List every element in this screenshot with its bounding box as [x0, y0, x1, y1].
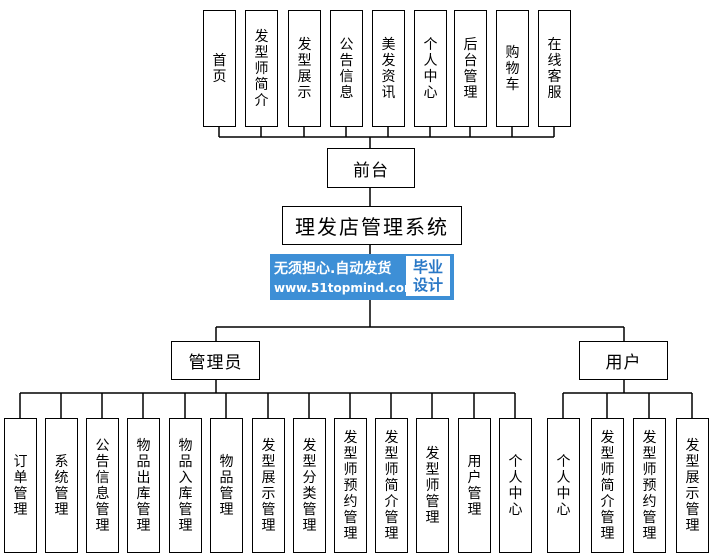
admin-item-order-management: 订单管理 [4, 418, 37, 553]
frontend-item-cart: 购物车 [496, 10, 529, 127]
user-node: 用户 [579, 341, 668, 380]
admin-item-label: 发型师简介管理 [384, 429, 399, 542]
admin-item-user-management: 用户管理 [458, 418, 491, 553]
admin-item-hairstyle-show: 发型展示管理 [252, 418, 285, 553]
admin-item-goods-outbound: 物品出库管理 [127, 418, 160, 553]
frontend-item-label: 后台管理 [463, 36, 478, 101]
user-item-personal-center: 个人中心 [547, 418, 580, 553]
user-item-label: 发型师预约管理 [642, 429, 657, 542]
user-item-stylist-intro: 发型师简介管理 [591, 418, 624, 553]
admin-item-stylist-management: 发型师管理 [416, 418, 449, 553]
frontend-item-personal-center: 个人中心 [414, 10, 447, 127]
admin-item-stylist-booking: 发型师预约管理 [334, 418, 367, 553]
admin-item-notice-management: 公告信息管理 [86, 418, 119, 553]
admin-item-system-management: 系统管理 [45, 418, 78, 553]
frontend-item-notices: 公告信息 [330, 10, 363, 127]
frontend-item-home: 首页 [203, 10, 236, 127]
user-item-stylist-booking: 发型师预约管理 [633, 418, 666, 553]
admin-item-label: 物品入库管理 [178, 437, 193, 534]
admin-item-goods-management: 物品管理 [210, 418, 243, 553]
admin-item-personal-center: 个人中心 [499, 418, 532, 553]
admin-item-label: 物品管理 [219, 453, 234, 518]
admin-item-hairstyle-category: 发型分类管理 [293, 418, 326, 553]
user-item-label: 发型展示管理 [685, 437, 700, 534]
admin-item-label: 用户管理 [467, 453, 482, 518]
admin-item-stylist-intro: 发型师简介管理 [375, 418, 408, 553]
root-node: 理发店管理系统 [282, 206, 462, 245]
user-node-label: 用户 [605, 353, 642, 373]
admin-item-label: 发型师预约管理 [343, 429, 358, 542]
frontend-item-label: 首页 [212, 52, 227, 85]
frontend-item-hairstyle-show: 发型展示 [288, 10, 321, 127]
frontend-item-label: 发型师简介 [254, 28, 269, 109]
admin-item-label: 发型展示管理 [261, 437, 276, 534]
admin-node-label: 管理员 [188, 353, 243, 373]
watermark-slogan: 无须担心.自动发货 [274, 261, 392, 277]
frontend-node-label: 前台 [353, 160, 389, 181]
admin-item-label: 系统管理 [54, 453, 69, 518]
admin-node: 管理员 [171, 341, 260, 380]
admin-item-label: 物品出库管理 [136, 437, 151, 534]
user-item-label: 发型师简介管理 [600, 429, 615, 542]
frontend-item-label: 个人中心 [423, 36, 438, 101]
admin-item-goods-inbound: 物品入库管理 [169, 418, 202, 553]
user-item-label: 个人中心 [556, 453, 571, 518]
admin-item-label: 公告信息管理 [95, 437, 110, 534]
frontend-item-label: 公告信息 [339, 36, 354, 101]
watermark-badge: 毕业 设计 [406, 256, 450, 296]
admin-item-label: 发型分类管理 [302, 437, 317, 534]
admin-item-label: 发型师管理 [425, 445, 440, 526]
watermark-badge-line1: 毕业 [412, 258, 443, 276]
frontend-node: 前台 [327, 148, 415, 188]
admin-item-label: 订单管理 [13, 453, 28, 518]
watermark-badge-line2: 设计 [412, 276, 443, 294]
frontend-item-online-service: 在线客服 [538, 10, 571, 127]
watermark-banner: 无须担心.自动发货 www.51topmind.com 毕业 设计 [270, 254, 454, 300]
frontend-item-label: 在线客服 [547, 36, 562, 101]
frontend-item-label: 购物车 [505, 44, 520, 93]
frontend-item-label: 美发资讯 [381, 36, 396, 101]
frontend-item-stylist-intro: 发型师简介 [245, 10, 278, 127]
frontend-item-beauty-news: 美发资讯 [372, 10, 405, 127]
admin-item-label: 个人中心 [508, 453, 523, 518]
user-item-hairstyle-show: 发型展示管理 [676, 418, 709, 553]
root-node-label: 理发店管理系统 [295, 215, 449, 239]
frontend-item-backend-admin: 后台管理 [454, 10, 487, 127]
frontend-item-label: 发型展示 [297, 36, 312, 101]
watermark-url: www.51topmind.com [274, 281, 417, 295]
